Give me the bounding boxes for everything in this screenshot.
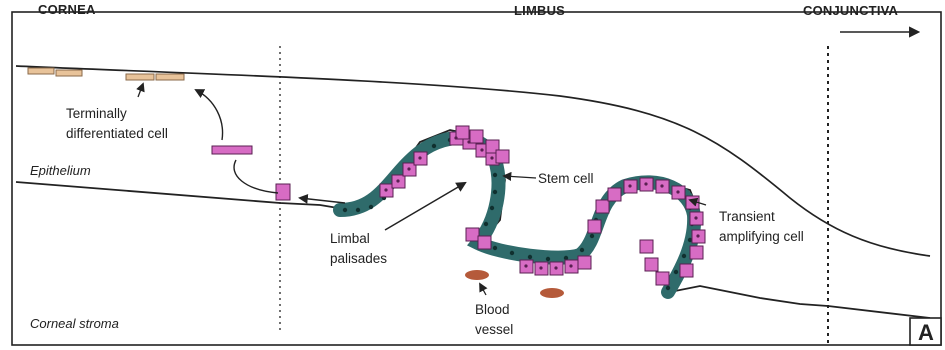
basement-membrane-line	[16, 130, 930, 318]
panel-frame	[12, 12, 941, 345]
terminal-cell-label-line1: Terminally	[66, 106, 127, 121]
terminal-cell-pointer	[138, 84, 143, 97]
transient-cell-label-line1: Transient	[719, 209, 775, 224]
blood-vessel-label-line2: vessel	[475, 322, 513, 337]
limbal-palisades-pointer	[385, 183, 465, 230]
stem-cell-label: Stem cell	[538, 171, 594, 186]
terminal-cell-label-line2: differentiated cell	[66, 126, 168, 141]
stem-cell-pointer	[504, 176, 536, 178]
transient-cell-label-line2: amplifying cell	[719, 229, 804, 244]
migrating-cell	[276, 184, 290, 200]
curve-to-flat-cell	[234, 160, 278, 193]
cornea-heading: CORNEA	[38, 2, 96, 17]
panel-label: A	[918, 320, 934, 345]
blood-vessel-2	[540, 288, 564, 298]
limbal-palisades-label-line2: palisades	[330, 251, 387, 266]
limbal-palisades-label-line1: Limbal	[330, 231, 370, 246]
blood-vessel-label-line1: Blood	[475, 302, 510, 317]
epithelium-label: Epithelium	[30, 163, 91, 178]
stem-cell-nuclei	[343, 138, 694, 290]
conjunctiva-heading: CONJUNCTIVA	[803, 3, 899, 18]
blood-vessel-1	[465, 270, 489, 280]
corneal-stroma-label: Corneal stroma	[30, 316, 119, 331]
flattening-cell	[212, 146, 252, 154]
limbal-epithelial-band	[340, 138, 694, 292]
curve-to-surface-arrow	[196, 90, 223, 140]
limbus-heading: LIMBUS	[514, 3, 565, 18]
blood-vessel-pointer	[480, 284, 486, 295]
migration-arrow	[300, 198, 345, 203]
